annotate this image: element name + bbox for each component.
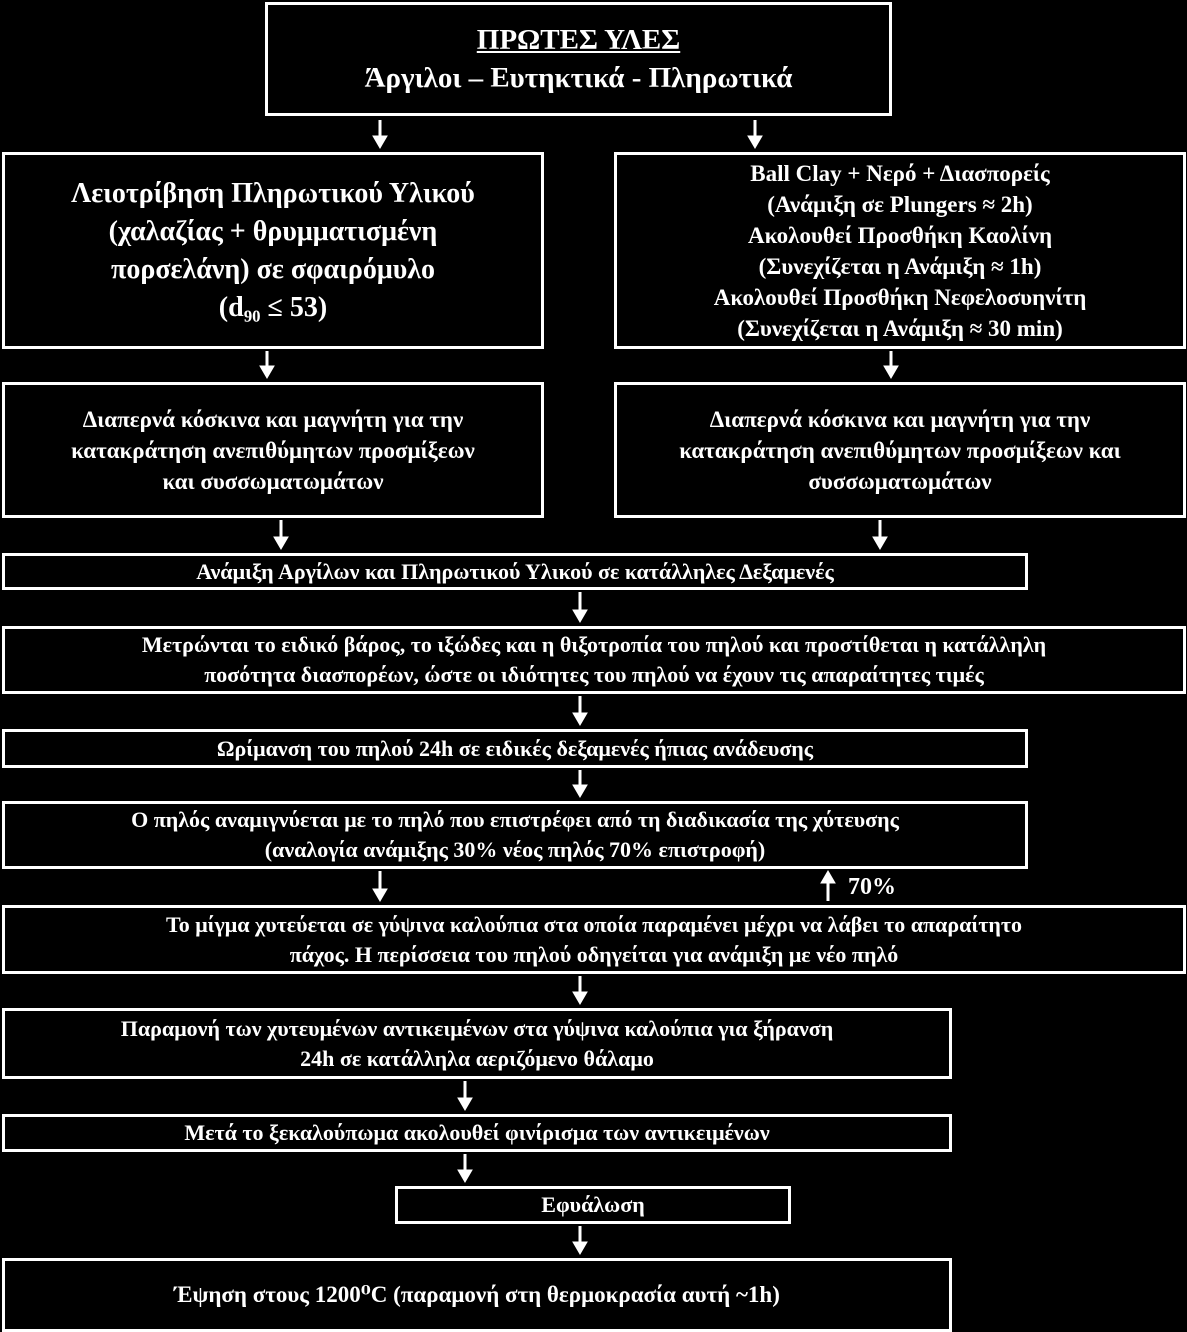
flow-arrow xyxy=(572,592,588,623)
drying-line: Παραμονή των χυτευμένων αντικειμένων στα… xyxy=(120,1015,834,1041)
milling-box: Λειοτρίβηση Πληρωτικού Υλικού (χαλαζίας … xyxy=(2,152,544,349)
flow-arrow xyxy=(372,120,388,149)
flow-arrow xyxy=(872,520,888,550)
ball-clay-line: (Συνεχίζεται η Ανάμιξη ≈ 1h) xyxy=(758,253,1042,279)
casting-box: Το μίγμα χυτεύεται σε γύψινα καλούπια στ… xyxy=(2,905,1186,974)
maturation-box: Ωρίμανση του πηλού 24h σε ειδικές δεξαμε… xyxy=(2,729,1028,768)
finishing-box: Μετά το ξεκαλούπωμα ακολουθεί φινίρισμα … xyxy=(2,1114,952,1152)
ball-clay-line: Ακολουθεί Προσθήκη Νεφελοσυηνίτη xyxy=(713,284,1087,310)
milling-line: (d₉₀ ≤ 53) xyxy=(218,291,328,323)
recycling-box: Ο πηλός αναμιγνύεται με το πηλό που επισ… xyxy=(2,801,1028,869)
milling-line: πορσελάνη) σε σφαιρόμυλο xyxy=(111,253,435,285)
measurement-line: Μετρώνται το ειδικό βάρος, το ιξώδες και… xyxy=(141,632,1047,657)
casting-line: Το μίγμα χυτεύεται σε γύψινα καλούπια στ… xyxy=(166,911,1022,937)
right-sieving-line: κατακράτηση ανεπιθύμητων προσμίξεων και xyxy=(679,437,1121,463)
ball-clay-line: Ball Clay + Νερό + Διασπορείς xyxy=(750,160,1050,186)
flow-arrow xyxy=(372,871,388,902)
flow-arrow xyxy=(457,1154,473,1183)
left-sieving-line: κατακράτηση ανεπιθύμητων προσμίξεων xyxy=(71,437,475,463)
right-sieving-line: συσσωματωμάτων xyxy=(808,468,992,494)
milling-line: Λειοτρίβηση Πληρωτικού Υλικού xyxy=(71,177,475,209)
measurement-box: Μετρώνται το ειδικό βάρος, το ιξώδες και… xyxy=(2,626,1186,694)
drying-box: Παραμονή των χυτευμένων αντικειμένων στα… xyxy=(2,1008,952,1079)
glazing-box: Εφυάλωση xyxy=(395,1186,791,1224)
flow-arrow xyxy=(572,770,588,798)
flow-arrow xyxy=(572,696,588,726)
left-sieving-line: Διαπερνά κόσκινα και μαγνήτη για την xyxy=(82,406,464,432)
ball-clay-mixing-box: Ball Clay + Νερό + Διασπορείς (Ανάμιξη σ… xyxy=(614,152,1186,349)
flow-arrow xyxy=(457,1081,473,1111)
ball-clay-line: Ακολουθεί Προσθήκη Καολίνη xyxy=(747,222,1053,248)
maturation-line: Ωρίμανση του πηλού 24h σε ειδικές δεξαμε… xyxy=(216,735,814,761)
tank-mixing-box: Ανάμιξη Αργίλων και Πληρωτικού Υλικού σε… xyxy=(2,553,1028,590)
raw-materials-box: ΠΡΩΤΕΣ ΥΛΕΣ Άργιλοι – Ευτηκτικά - Πληρωτ… xyxy=(265,2,892,116)
milling-line: (χαλαζίας + θρυμματισμένη xyxy=(108,215,438,247)
flow-arrow xyxy=(273,520,289,550)
glazing-line: Εφυάλωση xyxy=(541,1192,645,1217)
return-flow-arrow xyxy=(820,870,836,901)
return-percentage-label: 70% xyxy=(848,874,896,900)
flow-arrow xyxy=(259,351,275,379)
drying-line: 24h σε κατάλληλα αεριζόμενο θάλαμο xyxy=(300,1045,654,1071)
casting-line: πάχος. Η περίσσεια του πηλού οδηγείται γ… xyxy=(289,941,899,967)
firing-box: Έψηση στους 1200⁰C (παραμονή στη θερμοκρ… xyxy=(2,1258,952,1332)
finishing-line: Μετά το ξεκαλούπωμα ακολουθεί φινίρισμα … xyxy=(184,1120,770,1145)
ball-clay-line: (Συνεχίζεται η Ανάμιξη ≈ 30 min) xyxy=(737,315,1063,341)
raw-materials-subtitle: Άργιλοι – Ευτηκτικά - Πληρωτικά xyxy=(364,62,793,94)
flow-arrow xyxy=(572,976,588,1005)
measurement-line: ποσότητα διασπορέων, ώστε οι ιδιότητες τ… xyxy=(204,662,984,687)
flow-arrow xyxy=(747,120,763,149)
right-sieving-line: Διαπερνά κόσκινα και μαγνήτη για την xyxy=(709,406,1091,432)
recycling-line: Ο πηλός αναμιγνύεται με το πηλό που επισ… xyxy=(131,807,899,832)
left-sieving-box: Διαπερνά κόσκινα και μαγνήτη για την κατ… xyxy=(2,382,544,518)
left-sieving-line: και συσσωματωμάτων xyxy=(162,468,384,494)
flow-arrow xyxy=(572,1226,588,1255)
recycling-line: (αναλογία ανάμιξης 30% νέος πηλός 70% επ… xyxy=(264,837,766,862)
flow-arrow xyxy=(883,351,899,379)
right-sieving-box: Διαπερνά κόσκινα και μαγνήτη για την κατ… xyxy=(614,382,1186,518)
firing-line: Έψηση στους 1200⁰C (παραμονή στη θερμοκρ… xyxy=(174,1282,780,1307)
raw-materials-title: ΠΡΩΤΕΣ ΥΛΕΣ xyxy=(476,24,681,56)
ball-clay-line: (Ανάμιξη σε Plungers ≈ 2h) xyxy=(767,191,1033,217)
tank-mixing-line: Ανάμιξη Αργίλων και Πληρωτικού Υλικού σε… xyxy=(196,558,834,584)
